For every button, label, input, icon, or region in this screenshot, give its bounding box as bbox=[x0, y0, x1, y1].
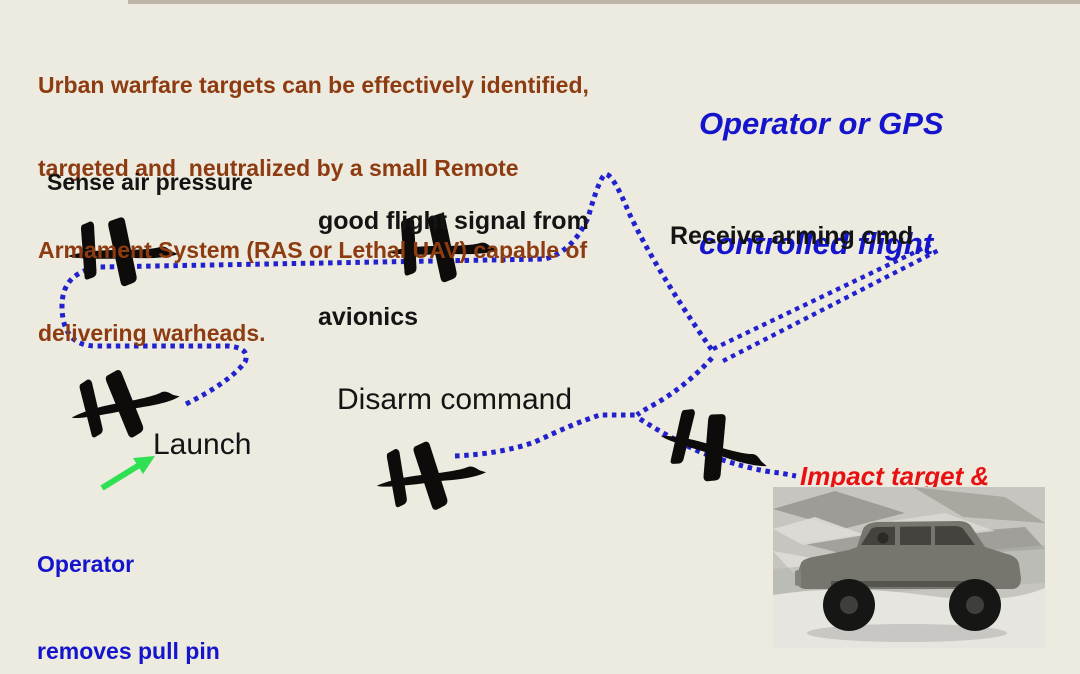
intro-line: delivering warheads. bbox=[38, 319, 266, 346]
suv-silhouette bbox=[795, 521, 1021, 631]
intro-line: Armament System (RAS or Lethal UAV) capa… bbox=[38, 237, 588, 263]
label-disarm-command: Disarm command bbox=[337, 383, 573, 416]
heading-line: Operator or GPS bbox=[699, 106, 944, 141]
label-receive-arming-cmd: Receive arming cmd bbox=[670, 222, 914, 250]
label-good-flight-signal: good flight signal from avionics bbox=[318, 207, 589, 331]
target-approach-path bbox=[638, 416, 797, 479]
uav-icon-impact bbox=[652, 398, 778, 497]
launch-arrow-icon bbox=[100, 456, 155, 491]
top-edge-strip bbox=[128, 0, 1080, 4]
label-sense-air-pressure: Sense air pressure bbox=[47, 169, 253, 195]
intro-line: Urban warfare targets can be effectively… bbox=[38, 72, 589, 98]
intro-line: targeted and neutralized by a small Remo… bbox=[38, 154, 519, 181]
flight-path bbox=[59, 171, 717, 407]
label-launch: Launch bbox=[153, 428, 252, 461]
target-vehicle-photo bbox=[773, 487, 1045, 648]
disarm-command-spur bbox=[454, 412, 637, 459]
uav-icon-disarm bbox=[372, 435, 490, 516]
arming-command-spur bbox=[712, 241, 941, 363]
junction-descent-path bbox=[635, 356, 714, 417]
label-operator-removes-pull-pin: Operator removes pull pin bbox=[37, 551, 220, 664]
flight-mode-heading: Operator or GPS controlled flight bbox=[699, 24, 944, 344]
intro-text: Urban warfare targets can be effectively… bbox=[38, 17, 589, 402]
heading-line: controlled flight bbox=[699, 226, 934, 261]
